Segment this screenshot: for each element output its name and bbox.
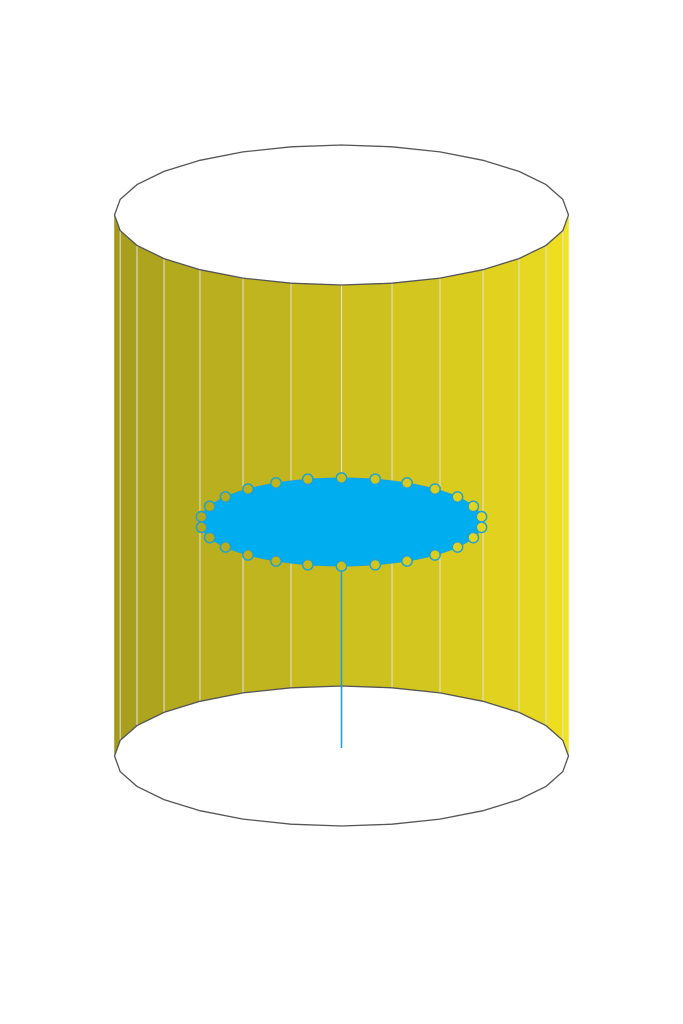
ring-marker	[475, 521, 488, 534]
side-face	[562, 214, 569, 772]
ring-marker	[270, 477, 282, 489]
ring-marker	[203, 500, 216, 513]
ring-marker	[195, 521, 208, 534]
ring-marker	[219, 491, 232, 503]
ring-marker	[242, 483, 254, 495]
ring-marker	[335, 472, 348, 484]
ring-marker	[451, 541, 464, 553]
ring-marker	[301, 558, 314, 571]
side-face	[545, 229, 564, 788]
ring-marker	[475, 510, 488, 523]
ring-marker	[270, 555, 282, 567]
ring-marker	[467, 500, 480, 513]
ring-marker	[301, 473, 314, 486]
cross-section-ring-markers	[195, 472, 488, 572]
side-face	[114, 214, 121, 772]
ring-marker	[401, 555, 413, 567]
ring-marker	[467, 531, 480, 544]
ring-marker	[195, 510, 208, 523]
cylinder-top-cap	[113, 144, 570, 286]
ring-marker	[401, 477, 413, 489]
cylinder-bottom-cap	[113, 685, 570, 827]
ring-marker	[451, 491, 464, 503]
ring-marker	[429, 549, 441, 561]
ring-marker	[219, 541, 232, 553]
ring-marker	[369, 473, 382, 486]
ring-marker	[335, 560, 348, 572]
ring-marker	[369, 558, 382, 571]
ring-marker	[242, 549, 254, 561]
side-face	[119, 229, 138, 788]
ring-marker	[429, 483, 441, 495]
ring-marker	[203, 531, 216, 544]
